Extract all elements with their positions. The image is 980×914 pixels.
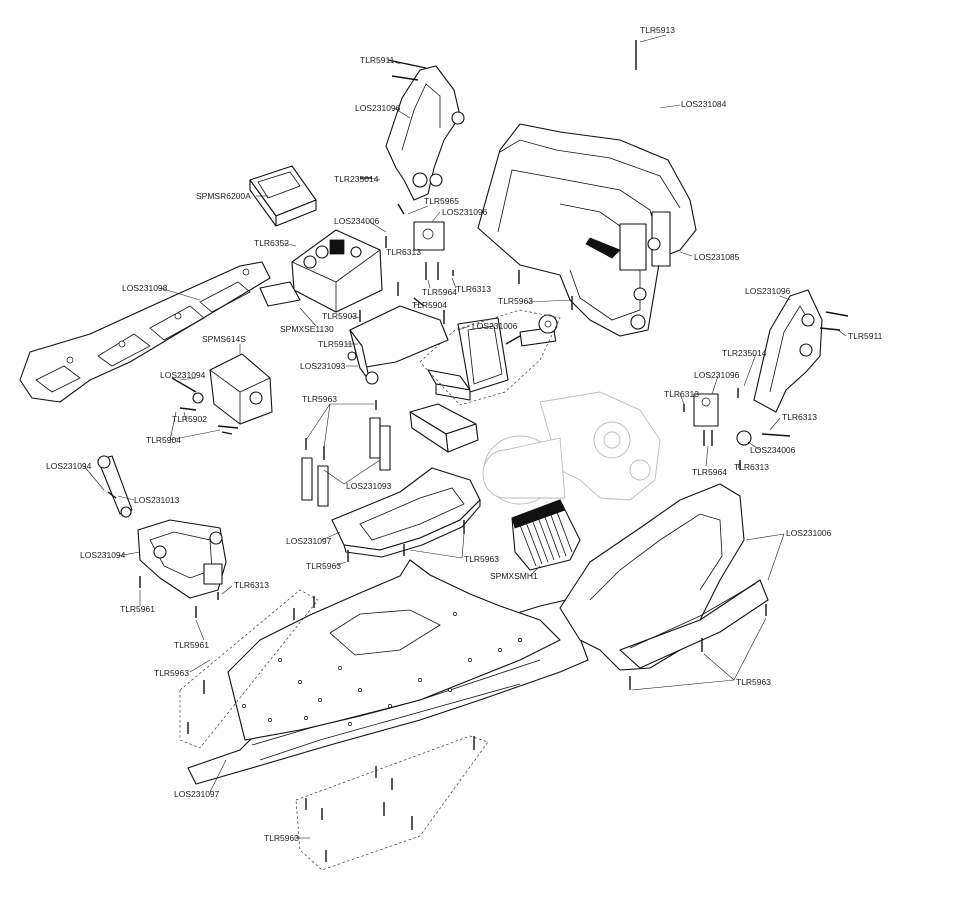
- motor-heatsink: [511, 499, 581, 571]
- gearbox-mount: [477, 123, 697, 337]
- label-tlr5961-a: TLR5961: [120, 604, 155, 614]
- label-los234006-top: LOS234006: [334, 216, 380, 226]
- label-tlr6313-b: TLR6313: [456, 284, 491, 294]
- label-tlr5965: TLR5965: [424, 196, 459, 206]
- label-tlr5963-mid: TLR5963: [302, 394, 337, 404]
- label-tlr5963-left: TLR5963: [154, 668, 189, 678]
- label-tlr5961-b: TLR5961: [174, 640, 209, 650]
- label-tlr5963-right: TLR5963: [736, 677, 771, 687]
- label-los231013: LOS231013: [134, 495, 180, 505]
- steering-links: [97, 455, 227, 599]
- label-tlr5904-left: TLR5904: [146, 435, 181, 445]
- label-tlr5902: TLR5902: [172, 414, 207, 424]
- leader-lines: [83, 34, 847, 839]
- label-spms614s: SPMS614S: [202, 334, 246, 344]
- label-spmxsmh1: SPMXSMH1: [490, 571, 538, 581]
- label-tlr6313-left: TLR6313: [234, 580, 269, 590]
- label-los231093-mid: LOS231093: [346, 481, 392, 491]
- label-tlr5913: TLR5913: [640, 25, 675, 35]
- label-los231094-b: LOS231094: [46, 461, 92, 471]
- label-los231096-top: LOS231096: [355, 103, 401, 113]
- label-tlr5904-top: TLR5904: [412, 300, 447, 310]
- label-los231093-top: LOS231093: [300, 361, 346, 371]
- label-los231096-mid: LOS231096: [442, 207, 488, 217]
- label-tlr235014-top: TLR235014: [334, 174, 379, 184]
- label-tlr5963-m3: TLR5963: [464, 554, 499, 564]
- shock-tower-left: [385, 65, 465, 251]
- receiver-unit: [249, 165, 317, 227]
- battery-tray: [331, 467, 481, 558]
- label-spmsr6200a: SPMSR6200A: [196, 191, 251, 201]
- screws: [107, 40, 849, 862]
- label-tlr6313-right3: TLR6313: [734, 462, 769, 472]
- chassis-plate: [187, 559, 589, 785]
- chassis-holes: [242, 612, 522, 726]
- label-tlr5903: TLR5903: [322, 311, 357, 321]
- label-los231085: LOS231085: [694, 252, 740, 262]
- side-guard: [559, 483, 769, 671]
- label-tlr5963-bottom: TLR5963: [264, 833, 299, 843]
- label-tlr5911-top: TLR5911: [360, 55, 395, 65]
- label-los231096-right2: LOS231096: [694, 370, 740, 380]
- label-tlr6313-a: TLR6313: [386, 247, 421, 257]
- esc-unit: [259, 229, 383, 313]
- label-los231084: LOS231084: [681, 99, 727, 109]
- shock-tower-right: [693, 289, 823, 446]
- part-labels: TLR5913 LOS231084 TLR5911 LOS231096 TLR2…: [46, 25, 883, 843]
- label-los231094-a: LOS231094: [160, 370, 206, 380]
- label-los231096-right: LOS231096: [745, 286, 791, 296]
- label-tlr235014-right: TLR235014: [722, 348, 767, 358]
- dashed-screw-groups: [179, 589, 489, 871]
- label-los231098: LOS231098: [122, 283, 168, 293]
- label-los231006-right: LOS231006: [786, 528, 832, 538]
- label-tlr5964-right: TLR5964: [692, 467, 727, 477]
- label-los234006-right: LOS234006: [750, 445, 796, 455]
- label-tlr6352: TLR6352: [254, 238, 289, 248]
- label-tlr5963-top: TLR5963: [498, 296, 533, 306]
- chassis-brace: [19, 261, 271, 403]
- label-tlr6313-right2: TLR6313: [782, 412, 817, 422]
- label-los231097-mid: LOS231097: [286, 536, 332, 546]
- label-tlr5963-m2: TLR5963: [306, 561, 341, 571]
- esc-mount-plate: [347, 305, 449, 385]
- ghost-motor-gearbox: [482, 391, 661, 505]
- label-tlr5964-top: TLR5964: [422, 287, 457, 297]
- label-los231006-top: LOS231006: [472, 321, 518, 331]
- label-tlr5911-mid: TLR5911: [318, 339, 353, 349]
- standoff-posts: [301, 417, 391, 507]
- label-tlr6313-right: TLR6313: [664, 389, 699, 399]
- label-spmxse1130: SPMXSE1130: [280, 324, 334, 334]
- label-los231094-c: LOS231094: [80, 550, 126, 560]
- steering-servo: [192, 353, 273, 425]
- battery-foam-blocks: [409, 369, 479, 453]
- label-los231097-bottom: LOS231097: [174, 789, 220, 799]
- label-tlr5911-right: TLR5911: [848, 331, 883, 341]
- battery-support: [419, 309, 561, 406]
